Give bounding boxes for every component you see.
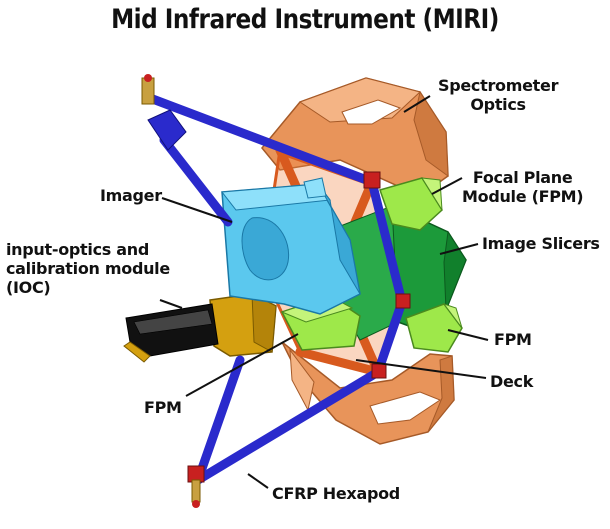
label-line: calibration module [6, 259, 170, 278]
leader-lines [159, 95, 489, 489]
label-image-slicers: Image Slicers [482, 234, 600, 253]
label-line: Focal Plane [472, 168, 573, 187]
label-line: (IOC) [6, 278, 51, 297]
label-line: Spectrometer [438, 76, 559, 95]
label-cfrp-hexapod: CFRP Hexapod [272, 484, 400, 503]
label-line: Optics [470, 95, 526, 114]
label-fpm-left: FPM [144, 398, 182, 417]
label-line: Module (FPM) [462, 187, 584, 206]
imager [221, 177, 361, 315]
label-line: input-optics and [6, 240, 150, 259]
hexapod-joints [141, 74, 411, 508]
label-imager: Imager [100, 186, 162, 205]
label-focal-plane-module: Focal Plane Module (FPM) [462, 168, 584, 206]
ioc-module [123, 293, 277, 363]
page-title: Mid Infrared Instrument (MIRI) [111, 4, 499, 35]
fpm-right [405, 303, 463, 353]
cfrp-hexapod [145, 93, 407, 485]
label-ioc: input-optics and calibration module (IOC… [6, 240, 170, 297]
label-spectrometer-optics: Spectrometer Optics [438, 76, 558, 114]
label-deck: Deck [490, 372, 534, 391]
label-fpm-right: FPM [494, 330, 532, 349]
